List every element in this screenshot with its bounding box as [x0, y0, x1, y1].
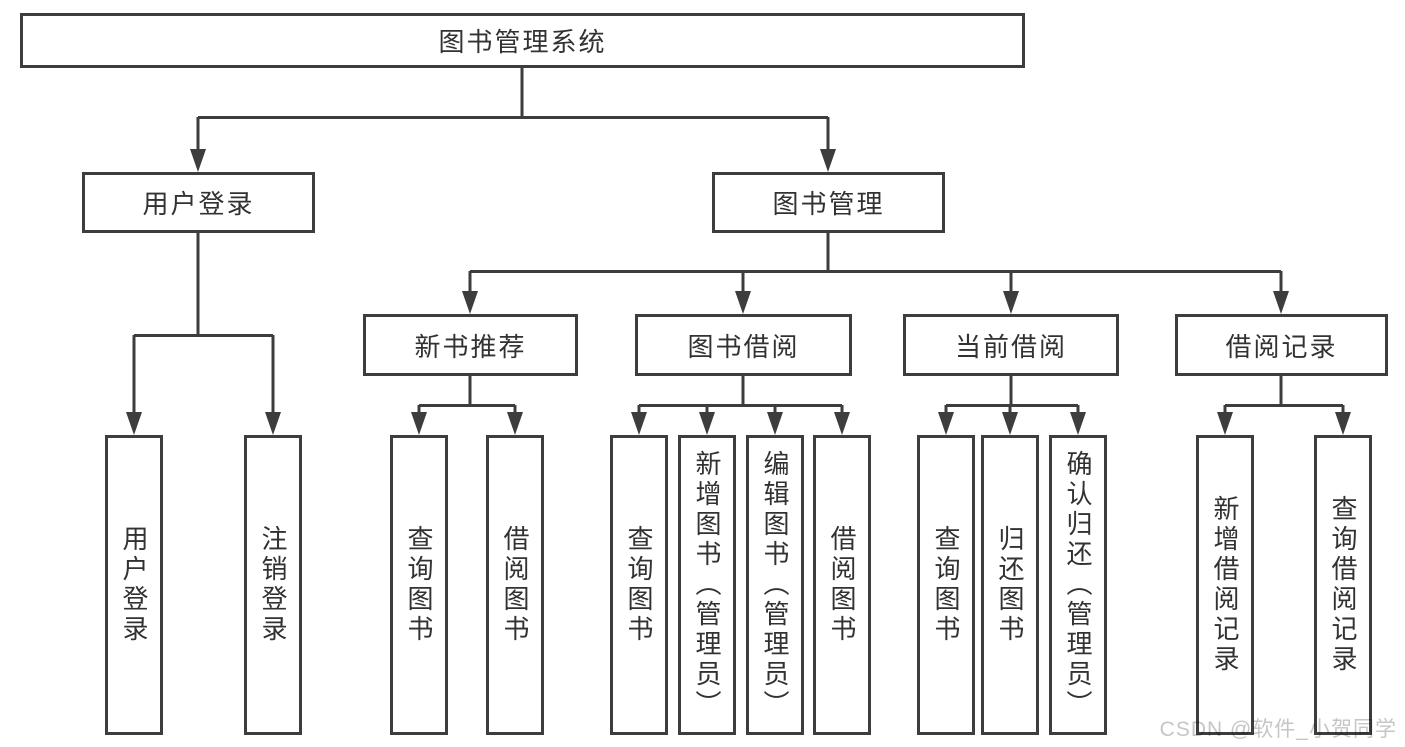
leaf-borrow-books: 借阅图书: [813, 435, 871, 735]
leaf-add-borrow-record: 新增借阅记录: [1196, 435, 1254, 735]
leaf-query-borrow-record-label: 查询借阅记录: [1328, 495, 1358, 675]
leaf-query-books-recommend: 查询图书: [390, 435, 448, 735]
leaf-edit-books-admin-label: 编辑图书（管理员）: [760, 450, 790, 720]
leaf-query-borrow-record: 查询借阅记录: [1314, 435, 1372, 735]
connector-user-login: [126, 233, 281, 435]
node-book-management: 图书管理: [712, 172, 945, 233]
leaf-borrow-books-recommend: 借阅图书: [486, 435, 544, 735]
leaf-return-books-label: 归还图书: [995, 525, 1025, 645]
leaf-borrow-books-label: 借阅图书: [827, 525, 857, 645]
connector-borrow-records: [1217, 376, 1351, 435]
leaf-query-books-borrow-label: 查询图书: [624, 525, 654, 645]
node-root: 图书管理系统: [20, 13, 1025, 68]
node-borrow-records: 借阅记录: [1175, 314, 1388, 376]
leaf-query-books-current: 查询图书: [917, 435, 975, 735]
leaf-query-books-current-label: 查询图书: [931, 525, 961, 645]
leaf-add-borrow-record-label: 新增借阅记录: [1210, 495, 1240, 675]
leaf-query-books-recommend-label: 查询图书: [404, 525, 434, 645]
leaf-confirm-return-admin: 确认归还（管理员）: [1049, 435, 1107, 735]
leaf-return-books: 归还图书: [981, 435, 1039, 735]
connector-current-borrow: [938, 376, 1086, 435]
node-new-book-recommend: 新书推荐: [363, 314, 578, 376]
node-book-management-label: 图书管理: [772, 189, 885, 219]
node-book-borrow-label: 图书借阅: [687, 331, 800, 362]
leaf-logout-label: 注销登录: [258, 525, 288, 645]
node-book-borrow: 图书借阅: [635, 314, 852, 376]
node-user-login: 用户登录: [82, 172, 315, 233]
leaf-edit-books-admin: 编辑图书（管理员）: [746, 435, 804, 735]
connector-new-book-recommend: [411, 376, 523, 435]
node-user-login-label: 用户登录: [142, 189, 255, 219]
leaf-add-books-admin: 新增图书（管理员）: [678, 435, 736, 735]
node-current-borrow: 当前借阅: [903, 314, 1119, 376]
connector-book-management: [462, 233, 1289, 314]
leaf-user-login: 用户登录: [105, 435, 163, 735]
csdn-watermark: CSDN @软件_小贺同学: [1159, 718, 1397, 741]
leaf-user-login-label: 用户登录: [119, 525, 149, 645]
node-new-book-recommend-label: 新书推荐: [414, 331, 527, 362]
leaf-query-books-borrow: 查询图书: [610, 435, 668, 735]
leaf-logout: 注销登录: [244, 435, 302, 735]
leaf-borrow-books-recommend-label: 借阅图书: [500, 525, 530, 645]
leaf-add-books-admin-label: 新增图书（管理员）: [692, 450, 722, 720]
node-root-label: 图书管理系统: [438, 27, 607, 57]
connector-book-borrow: [631, 376, 850, 435]
node-borrow-records-label: 借阅记录: [1225, 331, 1338, 362]
node-current-borrow-label: 当前借阅: [954, 331, 1067, 362]
connector-root: [190, 68, 836, 172]
leaf-confirm-return-admin-label: 确认归还（管理员）: [1063, 450, 1093, 720]
